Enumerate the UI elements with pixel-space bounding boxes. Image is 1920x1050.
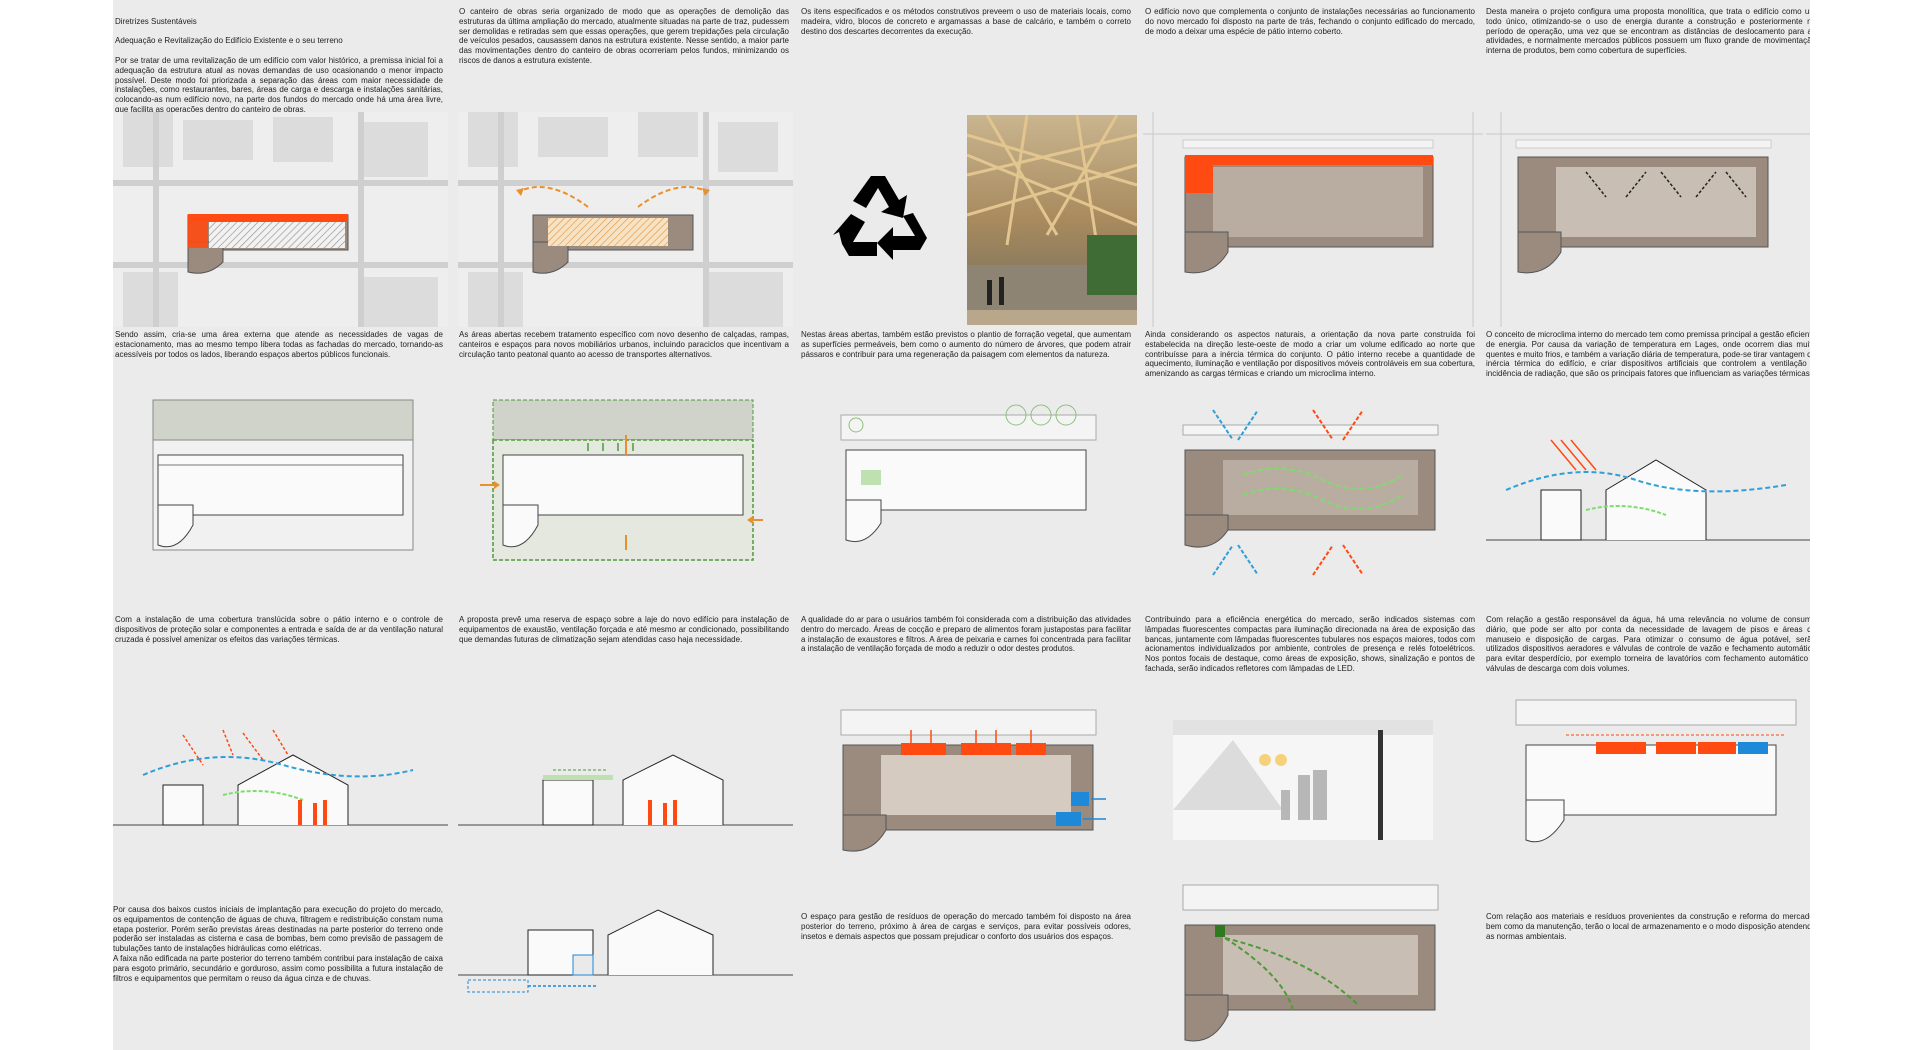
lighting-perspective [1173, 720, 1433, 840]
text-block-r2c2: As áreas abertas recebem tratamento espe… [459, 330, 789, 359]
text-block-r3c4: Contribuindo para a eficiência energétic… [1145, 615, 1475, 673]
text-block-r1c1: Diretrizes Sustentáveis Adequação e Revi… [115, 16, 443, 114]
text-block-r1c4: O edifício novo que complementa o conjun… [1145, 7, 1475, 36]
text-block-r1c2: O canteiro de obras seria organizado de … [459, 7, 789, 65]
text-block-r2c3: Nestas áreas abertas, também estão previ… [801, 330, 1131, 359]
plan-internal-flow [1486, 112, 1810, 327]
plan-new-volume [1143, 112, 1483, 327]
text-block-r3c2: A proposta prevê uma reserva de espaço s… [459, 615, 789, 644]
text-block-r4c3: O espaço para gestão de resíduos de oper… [801, 912, 1131, 941]
plan-parking [113, 395, 448, 570]
plan-orientation-climate [1143, 395, 1483, 585]
plan-open-areas [458, 395, 793, 580]
text-block-r4c5: Com relação aos materiais e resíduos pro… [1486, 912, 1810, 941]
text-block-r2c1: Sendo assim, cria-se uma área externa qu… [115, 330, 443, 359]
text-block-r4c1: Por causa dos baixos custos iniciais de … [113, 905, 443, 983]
plan-exhaust [801, 700, 1136, 860]
section-rainwater [458, 905, 793, 1015]
plan-water [1486, 690, 1810, 860]
text-block-r3c5: Com relação a gestão responsável da água… [1486, 615, 1810, 673]
text-block-r3c1: Com a instalação de uma cobertura transl… [115, 615, 443, 644]
text-block-r2c5: O conceito de microclima interno do merc… [1486, 330, 1810, 379]
section-translucent-roof [113, 725, 448, 850]
board-subtitle: Adequação e Revitalização do Edifício Ex… [115, 36, 343, 46]
plan-vegetation [801, 395, 1136, 570]
text-block-r3c3: A qualidade do ar para o usuários também… [801, 615, 1131, 654]
board-title: Diretrizes Sustentáveis [115, 16, 197, 26]
section-roof-reserve [458, 725, 793, 850]
text-block-r1c3: Os itens especificados e os métodos cons… [801, 7, 1131, 36]
plan-waste [1143, 880, 1483, 1050]
text-block-r2c4: Ainda considerando os aspectos naturais,… [1145, 330, 1475, 379]
sustainability-board: Diretrizes Sustentáveis Adequação e Revi… [113, 0, 1810, 1050]
section-microclimate [1486, 430, 1810, 560]
text-block-r1c5: Desta maneira o projeto configura uma pr… [1486, 7, 1810, 56]
cupula-photo [967, 115, 1137, 325]
site-plan-demolition [458, 112, 793, 327]
recycle-icon [833, 176, 927, 260]
site-plan-new-building [113, 112, 448, 327]
